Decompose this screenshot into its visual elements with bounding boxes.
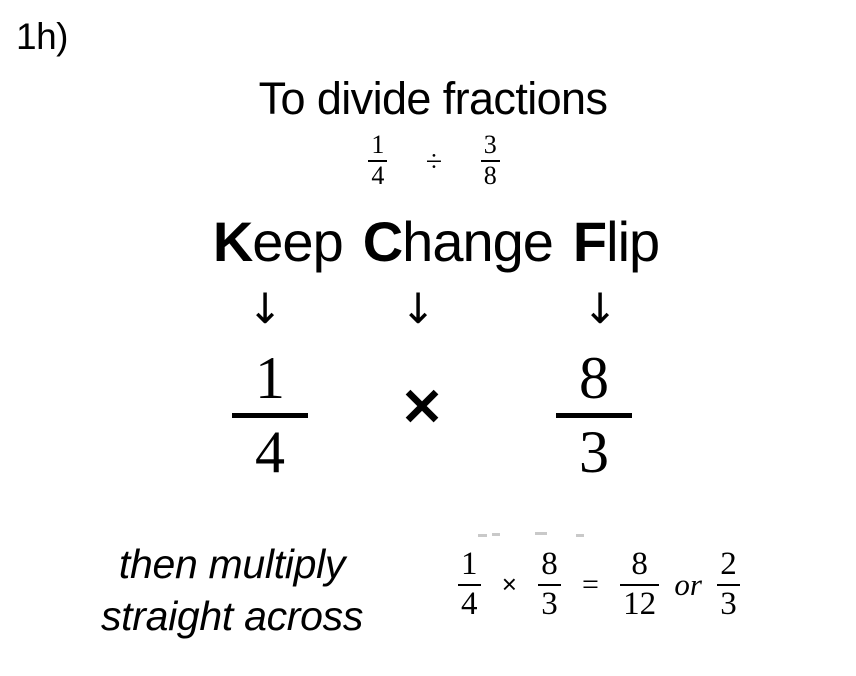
mnemonic-capital-c: C (362, 210, 403, 273)
fraction-numerator: 8 (579, 345, 609, 411)
fraction-denominator: 4 (461, 585, 478, 622)
division-operator-icon: ÷ (425, 144, 443, 178)
down-arrow-icon-keep: ↓ (247, 284, 283, 333)
fraction-bar (556, 413, 632, 419)
page-title: To divide fractions (258, 73, 608, 124)
mnemonic-capital-f: F (572, 210, 607, 273)
instruction-note-line-1: then multiply (118, 541, 346, 587)
mnemonic-word-flip: Flip (572, 210, 660, 273)
division-right-fraction: 3 8 (480, 130, 500, 190)
fraction-numerator: 8 (631, 546, 648, 582)
fraction-numerator: 1 (371, 130, 385, 159)
final-second-fraction: 8 3 (538, 546, 561, 622)
fraction-bar (717, 583, 740, 586)
fraction-denominator: 4 (371, 160, 385, 190)
multiplication-right-fraction: 8 3 (556, 345, 632, 486)
mnemonic-word-keep: Keep (212, 210, 344, 273)
multiplication-operator-icon: ✕ (400, 379, 444, 437)
fraction-denominator: 3 (720, 585, 737, 622)
scan-artifact (535, 532, 547, 535)
scan-artifact (576, 534, 584, 537)
division-example: 1 4 ÷ 3 8 (0, 130, 856, 190)
final-equation: 1 4 × 8 3 = 8 12 or 2 3 (458, 546, 740, 622)
fraction-denominator: 8 (483, 160, 497, 190)
final-first-fraction: 1 4 (458, 546, 481, 622)
multiplication-left-fraction: 1 4 (232, 345, 308, 486)
scan-artifact (492, 533, 500, 536)
fraction-numerator: 1 (461, 546, 478, 582)
fraction-numerator: 1 (255, 345, 285, 411)
division-left-fraction: 1 4 (368, 130, 388, 190)
scan-artifact (478, 534, 487, 537)
fraction-denominator: 4 (255, 419, 285, 486)
problem-label: 1h) (16, 16, 68, 57)
equals-operator-icon: = (581, 567, 599, 601)
fraction-numerator: 2 (720, 546, 737, 582)
instruction-note: then multiply straight across (52, 538, 412, 643)
mnemonic-rest-keep: eep (252, 210, 343, 273)
mnemonic-rest-flip: lip (606, 210, 660, 273)
mnemonic-rest-change: hange (402, 210, 554, 273)
fraction-bar (538, 583, 561, 586)
mnemonic-word-change: Change (362, 210, 554, 273)
mnemonic-capital-k: K (212, 210, 253, 273)
fraction-numerator: 3 (483, 130, 497, 159)
fraction-denominator: 3 (541, 585, 558, 622)
fraction-bar (232, 413, 308, 419)
fraction-numerator: 8 (541, 546, 558, 582)
down-arrow-icon-change: ↓ (400, 284, 436, 333)
or-connector: or (674, 566, 702, 602)
fraction-bar (480, 159, 500, 162)
final-result-fraction: 8 12 (620, 546, 660, 622)
times-operator-icon: × (501, 569, 517, 600)
fraction-bar (368, 159, 388, 162)
final-simplified-fraction: 2 3 (717, 546, 740, 622)
fraction-bar (458, 583, 481, 586)
fraction-bar (620, 583, 660, 586)
instruction-note-line-2: straight across (100, 593, 364, 640)
multiplication-example: 1 4 8 3 (0, 347, 856, 483)
down-arrow-icon-flip: ↓ (582, 284, 618, 333)
fraction-denominator: 3 (579, 419, 609, 486)
fraction-denominator: 12 (623, 585, 657, 622)
